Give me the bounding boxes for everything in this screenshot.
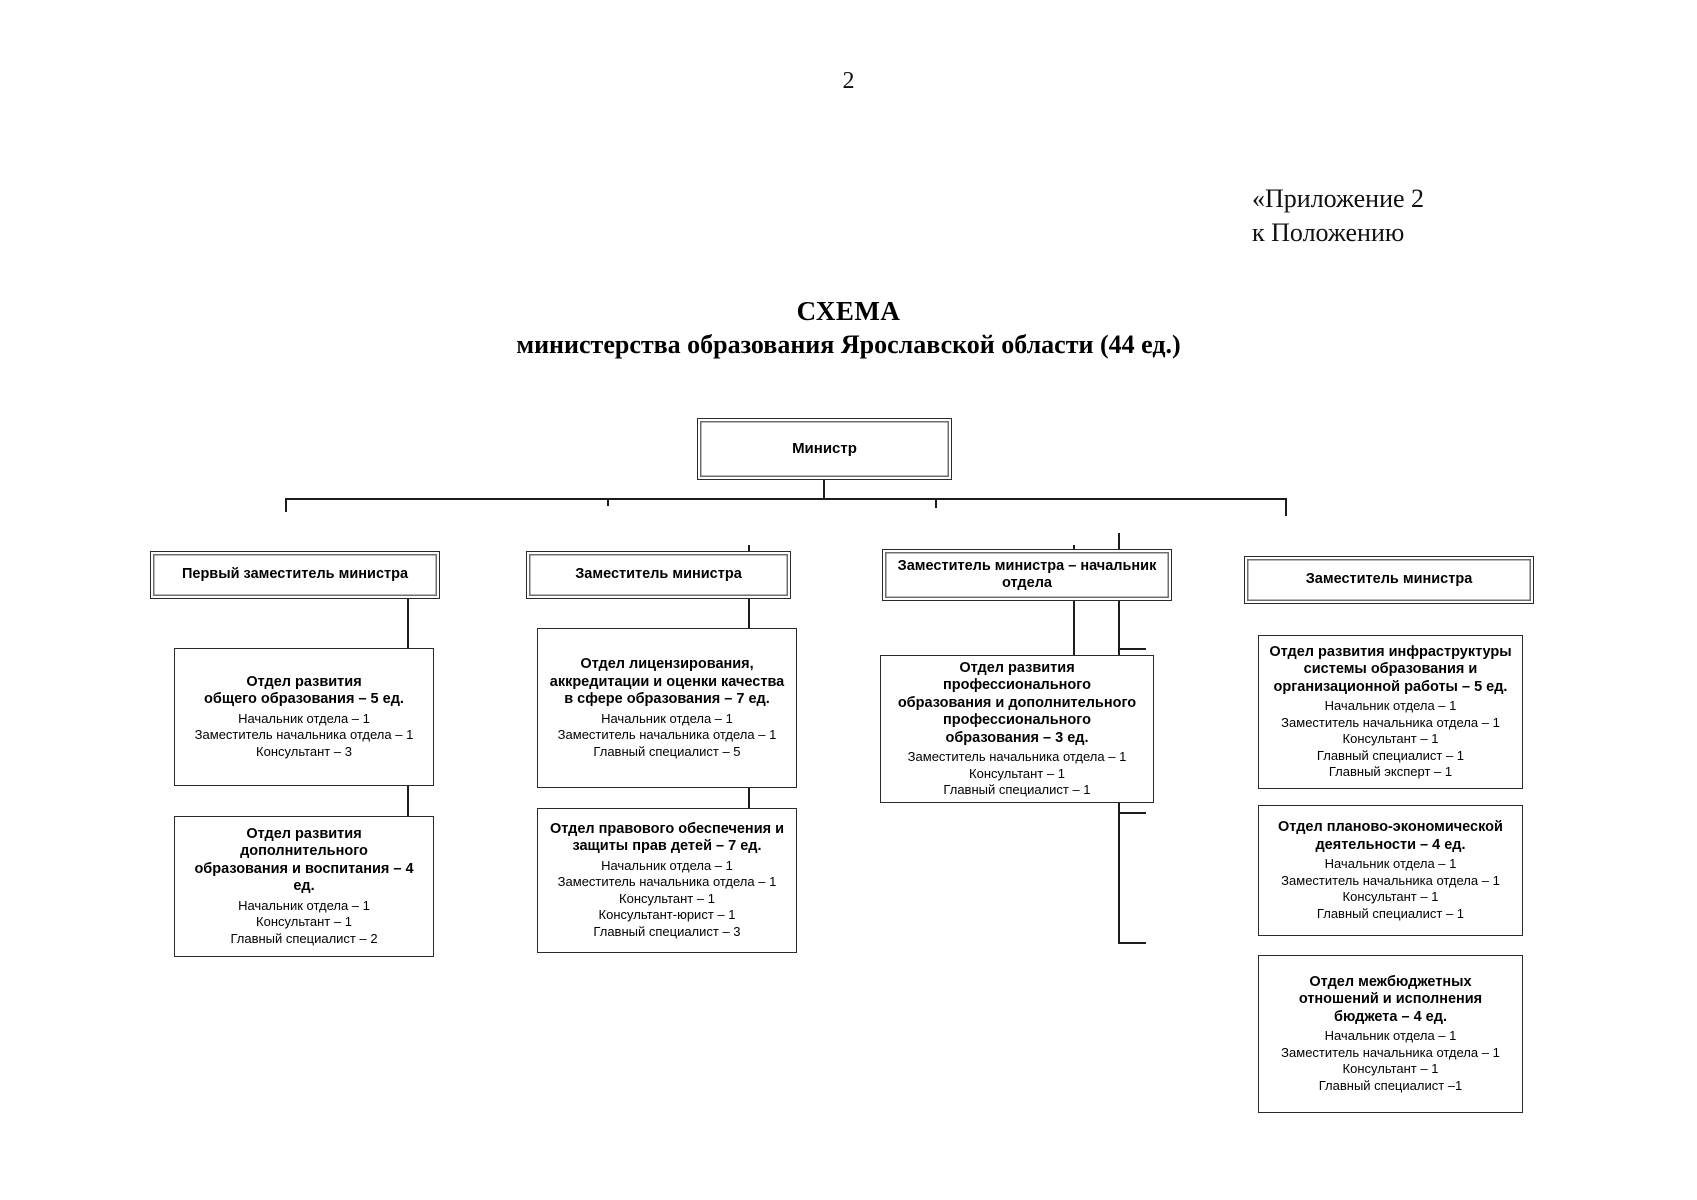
connector-main-bus bbox=[285, 498, 1285, 500]
connector-branch-dept-7 bbox=[1118, 812, 1146, 814]
node-department-infrastructure-development-head: Отдел развития инфраструктуры системы об… bbox=[1269, 643, 1512, 695]
node-department-supplementary-education-head: Отдел развития дополнительного образован… bbox=[194, 825, 414, 895]
node-department-infrastructure-development[interactable]: Отдел развития инфраструктуры системы об… bbox=[1258, 635, 1523, 789]
node-deputy-fourth-label: Заместитель министра bbox=[1305, 571, 1473, 588]
connector-drop-deputy-3 bbox=[935, 498, 937, 508]
node-department-licensing-accreditation[interactable]: Отдел лицензирования, аккредитации и оце… bbox=[537, 628, 797, 788]
node-department-interbudgetary-relations-head: Отдел межбюджетных отношений и исполнени… bbox=[1298, 973, 1483, 1025]
node-department-general-education-head: Отдел развития общего образования – 5 ед… bbox=[204, 673, 404, 708]
node-department-general-education[interactable]: Отдел развития общего образования – 5 ед… bbox=[174, 648, 434, 786]
node-deputy-second-label: Заместитель министра bbox=[575, 566, 742, 583]
connector-drop-deputy-2 bbox=[607, 498, 609, 506]
connector-drop-deputy-1 bbox=[285, 498, 287, 512]
node-department-general-education-staff: Начальник отдела – 1 Заместитель начальн… bbox=[194, 710, 414, 759]
node-deputy-second[interactable]: Заместитель министра bbox=[526, 551, 791, 599]
page-number: 2 bbox=[842, 68, 855, 94]
node-department-supplementary-education[interactable]: Отдел развития дополнительного образован… bbox=[174, 816, 434, 957]
node-department-planning-economics-head: Отдел планово-экономической деятельности… bbox=[1278, 819, 1503, 853]
node-department-licensing-accreditation-head: Отдел лицензирования, аккредитации и оце… bbox=[549, 656, 785, 707]
node-deputy-first[interactable]: Первый заместитель министра bbox=[150, 551, 440, 599]
node-department-licensing-accreditation-staff: Начальник отдела – 1 Заместитель начальн… bbox=[557, 710, 777, 759]
appendix-reference: «Приложение 2 к Положению bbox=[1252, 184, 1425, 247]
node-department-legal-support-head: Отдел правового обеспечения и защиты пра… bbox=[549, 820, 785, 855]
node-minister-label: Министр bbox=[792, 440, 857, 458]
connector-drop-deputy-4 bbox=[1285, 498, 1287, 516]
node-department-supplementary-education-staff: Начальник отдела – 1 Консультант – 1 Гла… bbox=[230, 897, 378, 946]
node-department-professional-education[interactable]: Отдел развития профессионального образов… bbox=[880, 655, 1154, 803]
connector-branch-dept-6 bbox=[1118, 648, 1146, 650]
node-department-interbudgetary-relations[interactable]: Отдел межбюджетных отношений и исполнени… bbox=[1258, 955, 1523, 1113]
node-department-infrastructure-development-staff: Начальник отдела – 1 Заместитель начальн… bbox=[1281, 698, 1500, 779]
node-department-professional-education-staff: Заместитель начальника отдела – 1 Консул… bbox=[907, 749, 1127, 797]
node-deputy-first-label: Первый заместитель министра bbox=[181, 566, 409, 583]
document-title: СХЕМА bbox=[796, 296, 901, 326]
node-deputy-fourth[interactable]: Заместитель министра bbox=[1244, 556, 1534, 604]
connector-spine-col-3 bbox=[1073, 545, 1075, 675]
node-minister[interactable]: Министр bbox=[697, 418, 952, 480]
node-deputy-head-of-department[interactable]: Заместитель министра – начальник отдела bbox=[882, 549, 1172, 601]
node-department-planning-economics-staff: Начальник отдела – 1 Заместитель начальн… bbox=[1281, 856, 1500, 921]
document-subtitle: министерства образования Ярославской обл… bbox=[516, 330, 1181, 359]
connector-branch-dept-8 bbox=[1118, 942, 1146, 944]
node-department-professional-education-head: Отдел развития профессионального образов… bbox=[897, 659, 1137, 746]
node-department-legal-support[interactable]: Отдел правового обеспечения и защиты пра… bbox=[537, 808, 797, 953]
node-department-planning-economics[interactable]: Отдел планово-экономической деятельности… bbox=[1258, 805, 1523, 936]
node-department-interbudgetary-relations-staff: Начальник отдела – 1 Заместитель начальн… bbox=[1281, 1028, 1500, 1093]
node-deputy-head-of-department-label: Заместитель министра – начальник отдела bbox=[897, 557, 1157, 592]
node-department-legal-support-staff: Начальник отдела – 1 Заместитель начальн… bbox=[557, 857, 777, 939]
